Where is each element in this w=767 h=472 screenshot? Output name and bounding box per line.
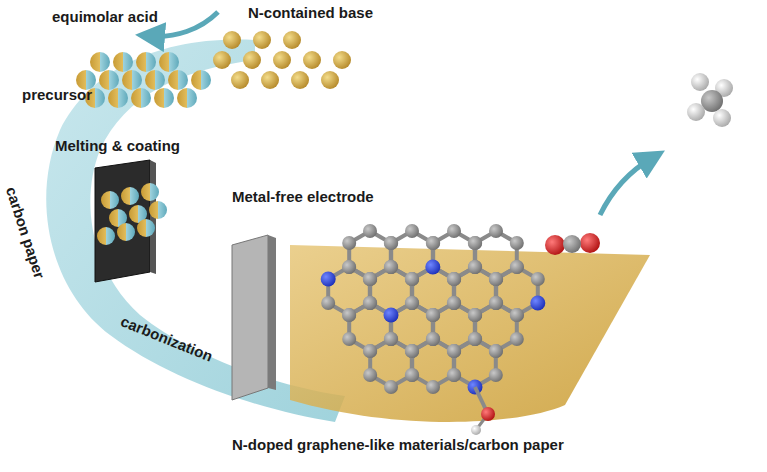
ch4-molecule <box>687 73 733 127</box>
co2-molecule <box>545 233 600 255</box>
process-label: N-contained base <box>248 4 373 21</box>
curved-arrow <box>600 158 652 215</box>
process-label: Melting & coating <box>55 137 180 154</box>
curved-arrow <box>150 12 218 36</box>
process-label: precursor <box>22 86 92 103</box>
process-label: carbon paper <box>3 185 49 281</box>
base-particles <box>213 31 351 89</box>
precursor-particles <box>76 52 211 108</box>
process-label: Metal-free electrode <box>232 188 374 205</box>
process-label: equimolar acid <box>52 8 158 25</box>
process-label: N-doped graphene-like materials/carbon p… <box>232 436 564 453</box>
carbon-paper <box>95 160 167 282</box>
gold-sheet <box>290 245 650 422</box>
electrode-plate <box>232 235 276 400</box>
graphene-molecule <box>321 224 546 435</box>
